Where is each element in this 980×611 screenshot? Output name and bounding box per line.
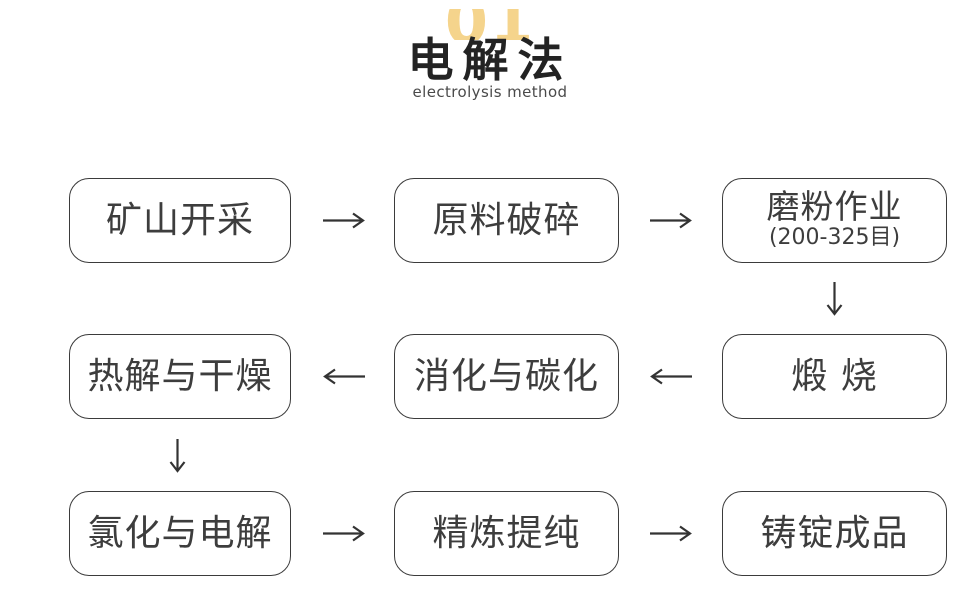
arrow-down-icon [167, 438, 188, 474]
flow-box-label: 铸锭成品 [760, 512, 909, 554]
flow-box-label: 煅 烧 [791, 355, 878, 397]
arrow-right-icon [649, 210, 693, 231]
flow-box-sublabel: (200-325目) [768, 225, 901, 251]
arrow-right-icon [322, 210, 366, 231]
arrow-left-icon [649, 366, 693, 387]
page-subtitle: electrolysis method [412, 83, 568, 101]
page-title: 电解法 [407, 33, 573, 87]
flow-box-label: 氯化与电解 [87, 512, 273, 554]
flow-box-refining: 精炼提纯 [394, 491, 619, 576]
arrow-down-icon [824, 281, 845, 317]
flow-box-label: 磨粉作业 [766, 187, 903, 227]
arrow-right-icon [322, 523, 366, 544]
flow-box-chlorination-electrolysis: 氯化与电解 [69, 491, 291, 576]
flow-box-digestion-carbonization: 消化与碳化 [394, 334, 619, 419]
flow-box-mining: 矿山开采 [69, 178, 291, 263]
flow-box-crushing: 原料破碎 [394, 178, 619, 263]
flow-box-label: 消化与碳化 [413, 355, 599, 397]
flow-box-ingot-casting: 铸锭成品 [722, 491, 947, 576]
flow-box-milling: 磨粉作业 (200-325目) [722, 178, 947, 263]
arrow-right-icon [649, 523, 693, 544]
flow-box-pyrolysis-drying: 热解与干燥 [69, 334, 291, 419]
arrow-left-icon [322, 366, 366, 387]
flow-box-calcination: 煅 烧 [722, 334, 947, 419]
flow-box-label: 精炼提纯 [432, 512, 581, 554]
flow-box-label: 热解与干燥 [87, 355, 273, 397]
flow-box-label: 矿山开采 [105, 199, 254, 241]
flow-box-label: 原料破碎 [432, 199, 581, 241]
